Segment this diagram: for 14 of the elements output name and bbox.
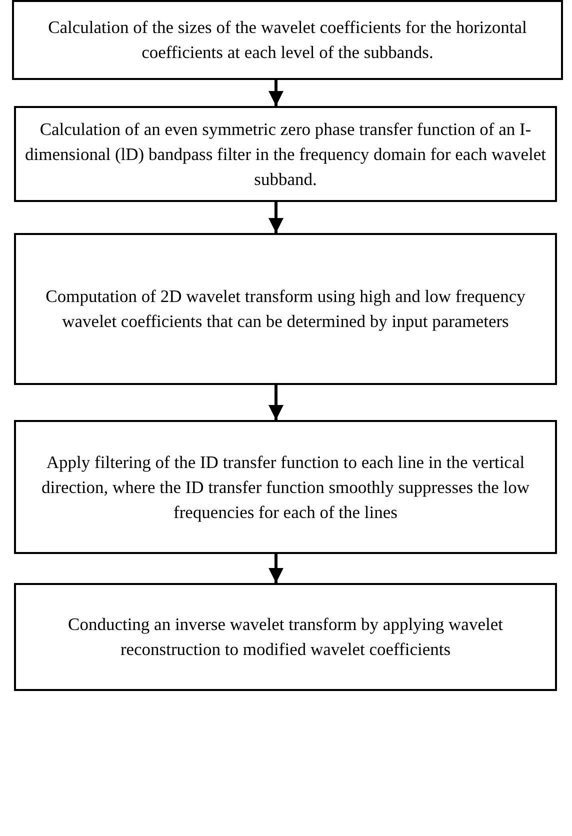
process-box xyxy=(14,106,557,202)
process-box xyxy=(14,420,557,554)
arrow xyxy=(268,80,284,106)
process-box xyxy=(14,583,557,691)
step-text: Calculation of the sizes of the wavelet coefficients for the horizontal coefficients at each level of the subbands. xyxy=(47,16,528,64)
process-box xyxy=(12,0,563,80)
step-text: Computation of 2D wavelet transform using high and low frequency wavelet coefficients that can be determined by input parameters xyxy=(44,285,526,333)
step-text: Conducting an inverse wavelet transform by applying wavelet reconstruction to modified wavelet coefficients xyxy=(67,613,504,661)
arrow xyxy=(268,385,284,420)
arrow xyxy=(268,554,284,583)
step-text: Calculation of an even symmetric zero phase transfer function of an I-dimensional (lD) bandpass filter in the frequency domain for each wavelet subband. xyxy=(24,118,547,190)
process-box xyxy=(14,233,557,385)
step-text: Apply filtering of the ID transfer function to each line in the vertical direction, where the ID transfer function smoothly suppresses the low frequencies for each of the lines xyxy=(40,450,530,524)
arrow xyxy=(268,202,284,233)
